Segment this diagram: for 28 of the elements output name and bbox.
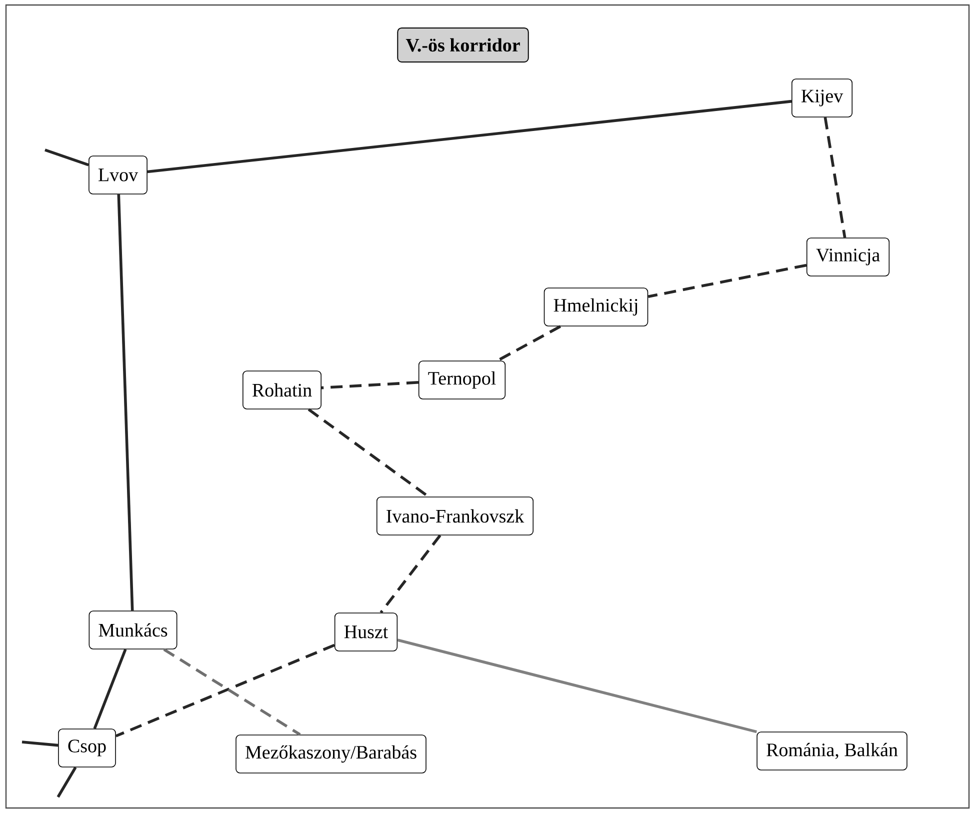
city-box: Kijev [792, 78, 852, 118]
route-line [308, 408, 430, 498]
city-box: Mezőkaszony/Barabás [236, 734, 426, 774]
route-line [163, 648, 301, 736]
route-line [56, 766, 77, 798]
city-box: Rohatin [242, 370, 322, 410]
route-line [824, 117, 846, 238]
route-line [380, 534, 442, 614]
route-line [115, 644, 335, 738]
route-line [648, 264, 807, 298]
route-line [321, 381, 419, 390]
title-box: V.-ös korridor [397, 27, 529, 62]
city-box: Vinnicja [806, 238, 890, 276]
route-line [117, 194, 134, 611]
route-line [397, 638, 757, 734]
route-line [147, 100, 792, 174]
city-box: Románia, Balkán [756, 732, 908, 770]
route-line [496, 325, 562, 362]
city-box: Huszt [334, 612, 398, 652]
route-line [93, 648, 127, 730]
route-line [44, 148, 89, 166]
city-box: Ternopol [418, 360, 506, 400]
city-box: Csop [58, 728, 116, 768]
city-box: Munkács [88, 610, 178, 650]
city-box: Lvov [88, 156, 148, 194]
city-box: Hmelnickij [544, 288, 648, 326]
city-box: Ivano-Frankovszk [376, 496, 534, 536]
route-line [22, 740, 58, 747]
